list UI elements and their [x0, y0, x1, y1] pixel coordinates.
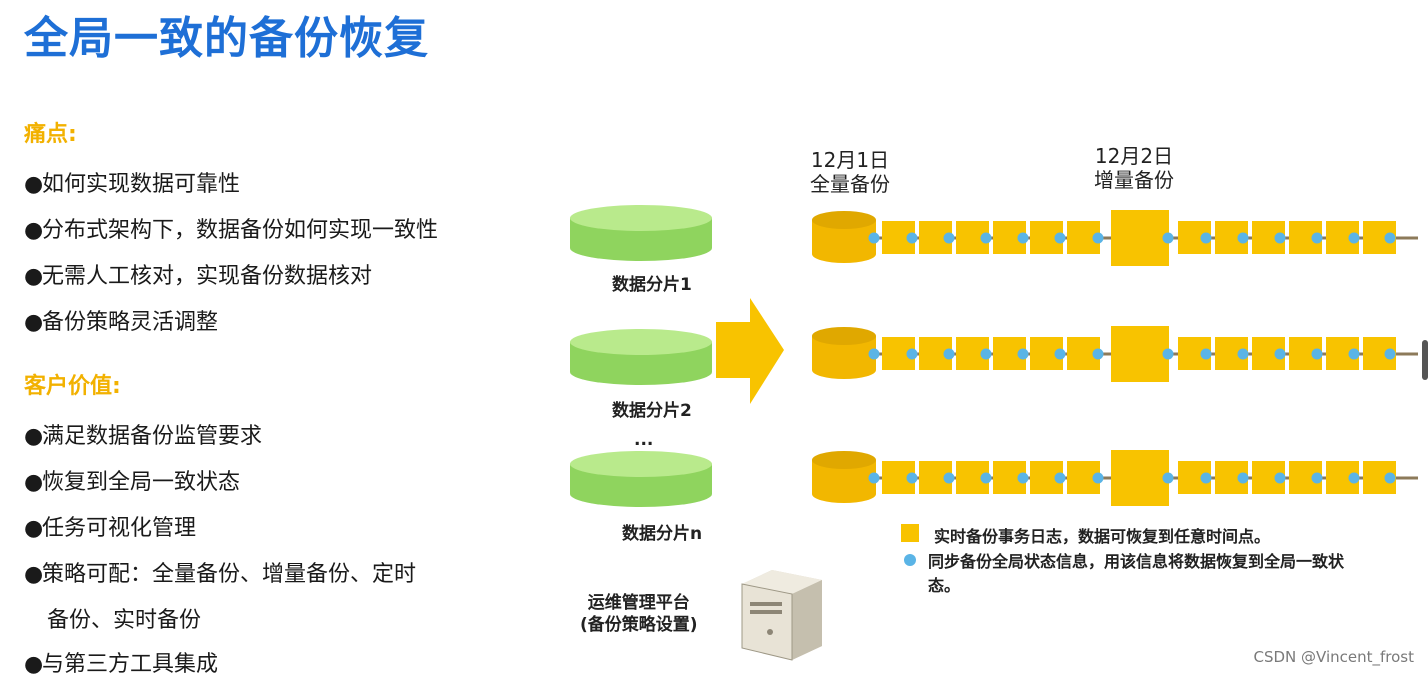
- state-dot: [1017, 232, 1029, 244]
- state-dot: [1092, 232, 1104, 244]
- state-dot: [1162, 232, 1174, 244]
- ops-platform-label: 运维管理平台 (备份策略设置): [580, 593, 698, 635]
- legend-state-text-cont: 态。: [928, 576, 961, 595]
- pain-point-item: ●备份策略灵活调整: [24, 310, 219, 335]
- state-dot: [1237, 232, 1249, 244]
- full-backup-cylinder: [812, 460, 876, 503]
- timeline-rows: [812, 210, 1418, 506]
- bullet-icon: ●: [24, 516, 44, 541]
- pain-point-item: ●无需人工核对，实现备份数据核对: [24, 264, 373, 289]
- state-dot: [943, 472, 955, 484]
- shard-cylinder-2: [570, 329, 712, 385]
- shard-label-2: 数据分片2: [612, 401, 692, 421]
- state-dot: [1237, 472, 1249, 484]
- state-dot: [1384, 232, 1396, 244]
- bullet-icon: ●: [24, 424, 44, 449]
- state-dot: [1092, 348, 1104, 360]
- state-dot: [1200, 232, 1212, 244]
- bullet-icon: ●: [24, 652, 44, 677]
- state-dot: [906, 232, 918, 244]
- state-dot: [1311, 232, 1323, 244]
- state-dot: [1017, 348, 1029, 360]
- full-backup-cylinder: [812, 220, 876, 263]
- bullet-icon: ●: [24, 470, 44, 495]
- state-dot: [1348, 348, 1360, 360]
- state-dot: [1384, 348, 1396, 360]
- bullet-icon: ●: [24, 562, 44, 587]
- incremental-backup-block: [1111, 450, 1169, 506]
- full-backup-cylinder-top: [812, 327, 876, 345]
- customer-value-heading: 客户价值:: [24, 374, 121, 399]
- customer-value-item-continued: 备份、实时备份: [47, 608, 202, 633]
- bullet-icon: ●: [24, 310, 44, 335]
- state-dot: [906, 472, 918, 484]
- server-icon: [741, 570, 822, 661]
- state-dot: [1311, 348, 1323, 360]
- state-dot: [1054, 232, 1066, 244]
- state-dot: [980, 232, 992, 244]
- watermark: CSDN @Vincent_frost: [1253, 648, 1415, 666]
- customer-value-item: ●满足数据备份监管要求: [24, 424, 263, 449]
- customer-value-item: ●恢复到全局一致状态: [24, 470, 241, 495]
- full-backup-label: 12月1日 全量备份: [810, 148, 890, 196]
- log-square-icon: [901, 524, 919, 542]
- state-dot: [1200, 472, 1212, 484]
- full-backup-cylinder-top: [812, 211, 876, 229]
- state-dot: [980, 348, 992, 360]
- incremental-backup-label: 12月2日 增量备份: [1094, 144, 1174, 192]
- scroll-handle[interactable]: [1422, 340, 1428, 380]
- incremental-backup-block: [1111, 210, 1169, 266]
- state-dot: [868, 348, 880, 360]
- shard-ellipsis: ...: [634, 430, 654, 450]
- state-dot: [868, 472, 880, 484]
- state-dot: [1162, 348, 1174, 360]
- shard-cylinder-1: [570, 205, 712, 261]
- state-dot: [1274, 472, 1286, 484]
- state-dot: [1274, 232, 1286, 244]
- state-dot: [1274, 348, 1286, 360]
- state-dot: [1054, 348, 1066, 360]
- pain-points-heading: 痛点:: [24, 122, 77, 147]
- bullet-icon: ●: [24, 218, 44, 243]
- shard-label-n: 数据分片n: [622, 524, 703, 544]
- shard-label-1: 数据分片1: [612, 275, 692, 295]
- state-dot: [943, 232, 955, 244]
- pain-point-item: ●如何实现数据可靠性: [24, 172, 241, 197]
- state-dot: [1200, 348, 1212, 360]
- full-backup-cylinder: [812, 336, 876, 379]
- state-dot: [1054, 472, 1066, 484]
- bullet-icon: ●: [24, 264, 44, 289]
- customer-value-item: ●任务可视化管理: [24, 516, 197, 541]
- pain-point-item: ●分布式架构下，数据备份如何实现一致性: [24, 218, 439, 243]
- state-dot: [980, 472, 992, 484]
- legend-state-text: 同步备份全局状态信息，用该信息将数据恢复到全局一致状: [928, 552, 1345, 571]
- state-dot: [1162, 472, 1174, 484]
- shard-cylinder-n: [570, 451, 712, 507]
- state-dot: [943, 348, 955, 360]
- state-dot-icon: [904, 554, 916, 566]
- state-dot: [906, 348, 918, 360]
- page-title: 全局一致的备份恢复: [24, 13, 429, 64]
- customer-value-item: ●策略可配：全量备份、增量备份、定时: [24, 562, 417, 587]
- state-dot: [1017, 472, 1029, 484]
- state-dot: [1092, 472, 1104, 484]
- flow-arrow-icon: [716, 298, 784, 404]
- state-dot: [1384, 472, 1396, 484]
- state-dot: [1237, 348, 1249, 360]
- state-dot: [1348, 232, 1360, 244]
- full-backup-cylinder-top: [812, 451, 876, 469]
- state-dot: [868, 232, 880, 244]
- incremental-backup-block: [1111, 326, 1169, 382]
- legend-log-text: 实时备份事务日志，数据可恢复到任意时间点。: [934, 527, 1271, 546]
- bullet-icon: ●: [24, 172, 44, 197]
- state-dot: [1348, 472, 1360, 484]
- state-dot: [1311, 472, 1323, 484]
